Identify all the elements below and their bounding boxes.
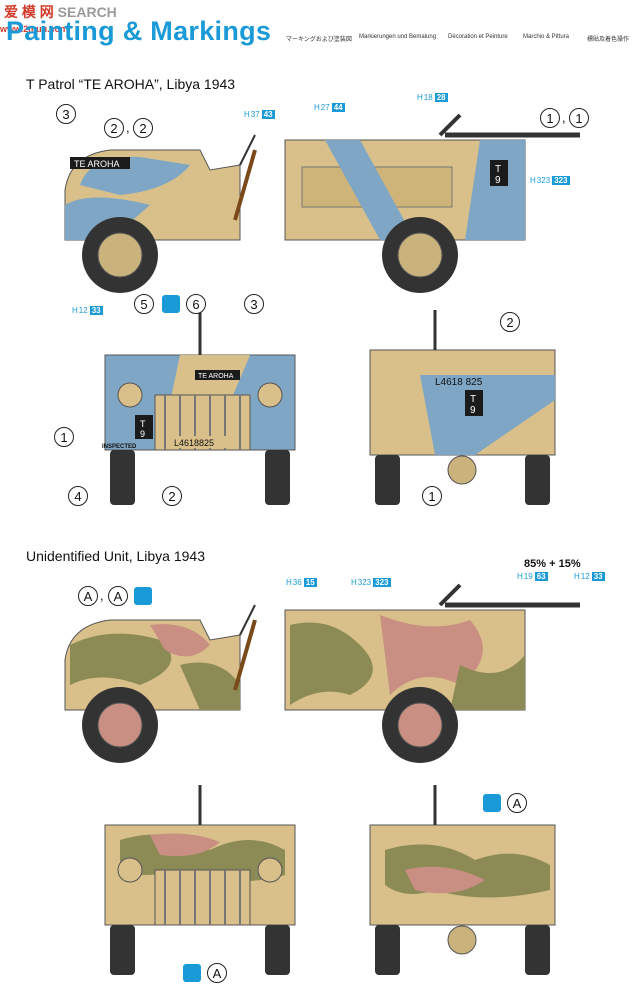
ref-marker-2: 2 — [104, 118, 124, 138]
svg-text:T: T — [470, 394, 476, 405]
ref-marker-a4: A — [507, 793, 527, 813]
ref-marker-2-front: 2 — [162, 486, 182, 506]
ref-marker-3-front: 3 — [244, 294, 264, 314]
camo-pink — [380, 615, 483, 695]
ref-marker-5: 5 — [134, 294, 154, 314]
camo-stripe-blue — [325, 140, 415, 240]
ref-marker-1b: 1 — [569, 108, 589, 128]
svg-text:9: 9 — [495, 175, 501, 186]
svg-text:T: T — [495, 164, 501, 175]
windscreen — [239, 134, 256, 166]
lang-label-fr: Décoration et Peinture — [448, 34, 508, 40]
ref-marker-2-rear: 2 — [500, 312, 520, 332]
grille — [154, 869, 251, 926]
roundel-icon — [162, 295, 180, 313]
ref-marker-3: 3 — [56, 104, 76, 124]
front-tyre-left — [110, 450, 135, 505]
rear-reg-text: L4618 825 — [435, 377, 483, 388]
watermark-url: www.2muu.com — [0, 24, 69, 34]
roundel-icon — [183, 964, 201, 982]
lang-label-de: Markierungen und Bemalung — [359, 34, 437, 40]
front-reg-text: L4618825 — [174, 438, 214, 448]
truck2-front-view — [104, 785, 296, 975]
lang-label-jp: マーキングおよび塗装図 — [286, 37, 352, 43]
rear-callsign-plate — [465, 390, 483, 416]
ref-marker-6: 6 — [186, 294, 206, 314]
comma: , — [100, 588, 104, 603]
ref-marker-1: 1 — [540, 108, 560, 128]
comma: , — [562, 110, 566, 125]
front-reg-plate — [172, 436, 234, 448]
name-plate — [70, 157, 130, 169]
scheme2-title: Unidentified Unit, Libya 1943 — [26, 548, 206, 564]
rear-tyre-left — [375, 455, 400, 505]
truck1-front-view: T 9 L4618825 INSPECTED TE AROHA — [102, 305, 296, 505]
truck2-side-view — [64, 583, 580, 763]
spare-wheel — [447, 455, 477, 485]
camo-stripe-blue-rear — [465, 140, 525, 240]
ref-marker-4: 4 — [68, 486, 88, 506]
ref-marker-a: A — [78, 586, 98, 606]
grille-text: INSPECTED — [102, 444, 137, 450]
ref-marker-a3: A — [207, 963, 227, 983]
callsign-plate — [490, 160, 508, 186]
headlight-left — [117, 382, 143, 408]
roundel-icon — [483, 794, 501, 812]
scheme1-title: T Patrol “TE AROHA”, Libya 1943 — [26, 76, 236, 92]
ref-marker-a2: A — [108, 586, 128, 606]
truck2-rear-view — [369, 785, 556, 975]
svg-text:9: 9 — [140, 429, 145, 439]
lang-label-cn: 標貼及着色操作 — [587, 37, 630, 43]
lang-label-it: Marchio & Pittura — [523, 34, 570, 40]
front-name-plate — [195, 370, 240, 380]
rifle — [233, 619, 257, 691]
roundel-icon — [134, 587, 152, 605]
page-title: Painting & Markings — [6, 16, 272, 46]
ref-marker-1-front: 1 — [54, 427, 74, 447]
ref-marker-1-rear: 1 — [422, 486, 442, 506]
svg-text:9: 9 — [470, 405, 476, 416]
headlight-right — [257, 382, 283, 408]
svg-text:T: T — [140, 419, 146, 429]
watermark-logo: 爱 模 网 SEARCH — [4, 4, 117, 20]
front-tyre-right — [265, 450, 290, 505]
ref-marker-2b: 2 — [133, 118, 153, 138]
mix-ratio: 85% + 15% — [524, 558, 581, 570]
rear-blue-stripe — [420, 375, 555, 455]
rear-tyre-right — [525, 455, 550, 505]
front-callsign-plate — [135, 415, 153, 439]
truck1-rear-view: T 9 L4618 825 — [369, 310, 556, 505]
rifle — [233, 149, 257, 221]
comma: , — [126, 120, 130, 135]
camo-green — [290, 622, 373, 705]
fender-blue — [65, 197, 150, 240]
name-plate-text: TE AROHA — [74, 159, 120, 169]
svg-text:TE AROHA: TE AROHA — [198, 373, 234, 380]
truck1-side-view: T 9 TE AROHA — [64, 113, 580, 293]
